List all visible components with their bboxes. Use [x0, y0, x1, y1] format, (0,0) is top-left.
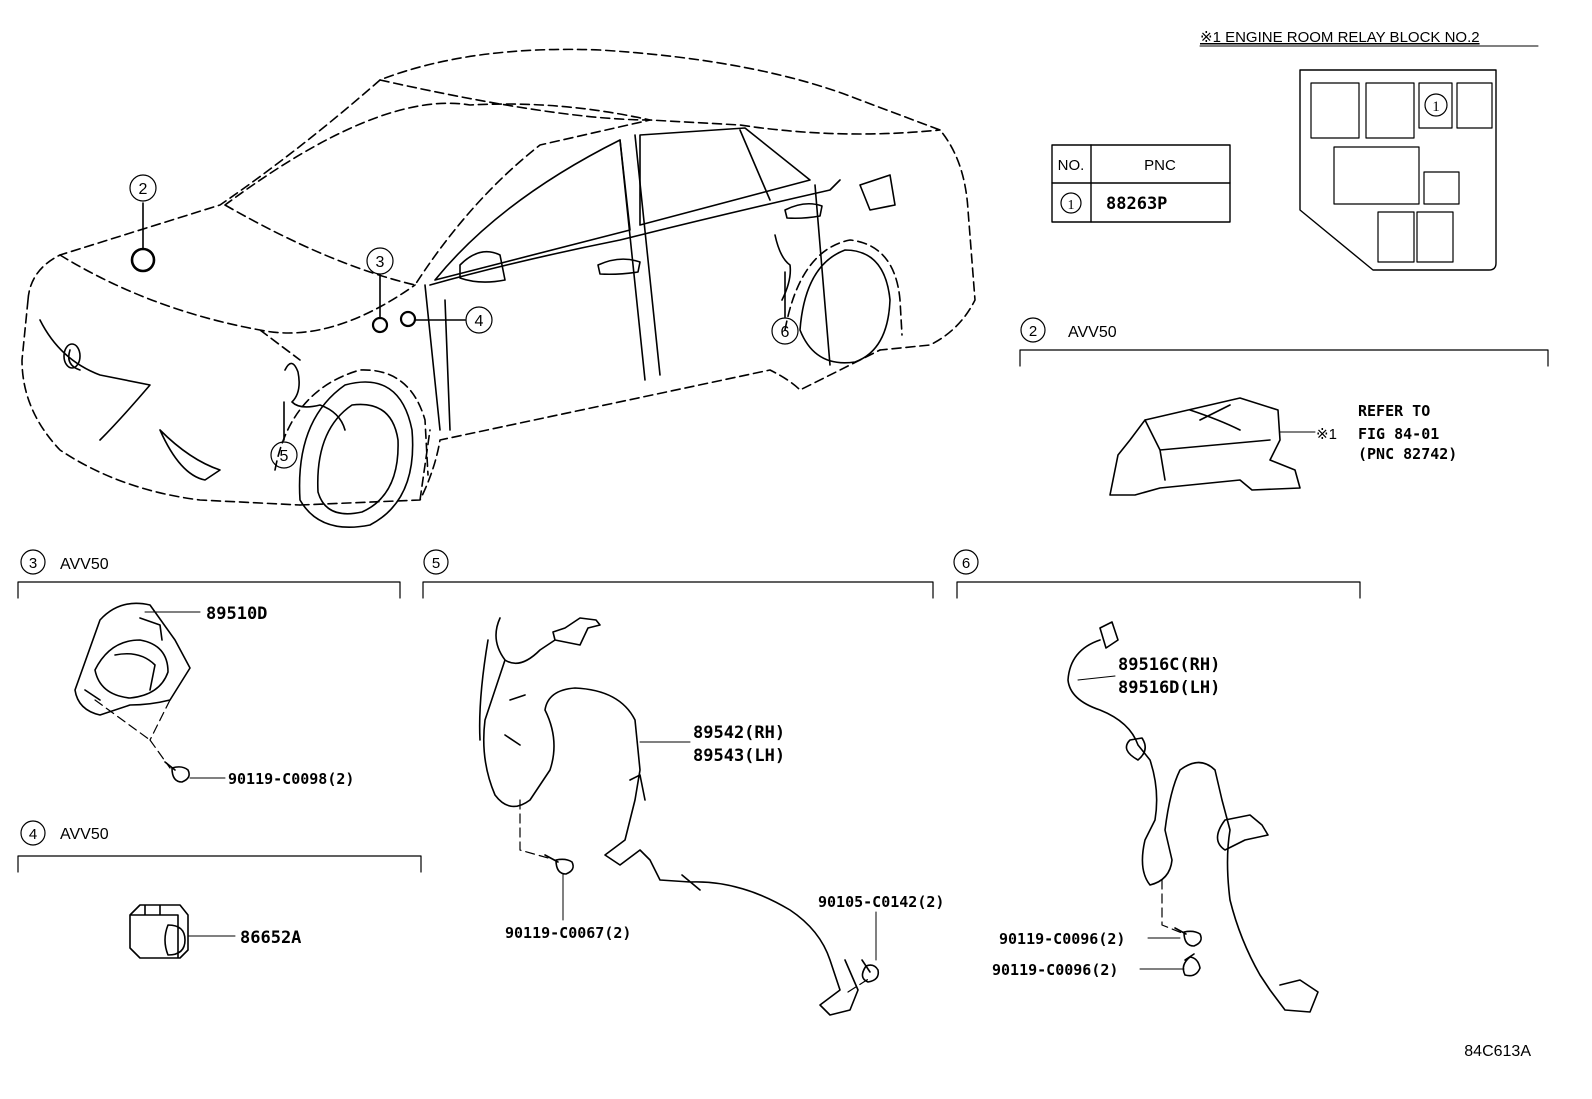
callout-3: 3 [366, 247, 394, 275]
car-body-outline [21, 48, 976, 506]
front-emblem-icon [63, 343, 81, 369]
car-windshield [224, 102, 651, 286]
callout-4: 4 [465, 306, 493, 334]
part-90119-C0096-a: 90119-C0096(2) [999, 930, 1125, 948]
relay-block-outline [1299, 69, 1497, 271]
car-marker-3-ring [371, 316, 389, 334]
front-bolt-guide [519, 799, 549, 859]
part-90119-C0098: 90119-C0098(2) [228, 770, 354, 788]
door-handle-front-icon [597, 258, 641, 276]
bolt-90105-C0142-icon [861, 959, 880, 983]
pnc-table-header-no: NO. [1058, 157, 1085, 174]
refer-line-3: (PNC 82742) [1358, 445, 1457, 463]
section-6: 6 90119-C0096(2) 90119-C0096(2) 89516C(R… [953, 549, 1361, 1013]
part-89516C-RH: 89516C(RH) [1118, 655, 1220, 675]
car-lower-body [299, 349, 881, 506]
rear-speed-sensor-harness [1067, 621, 1319, 1013]
car-side-windows [434, 127, 811, 281]
relay-slot-marker: 1 [1432, 99, 1440, 115]
section-6-bracket [956, 581, 1361, 599]
side-mirror-icon [459, 250, 506, 283]
section-2: 2 AVV50 REFER TO ※1 FIG 84-01 (PNC 82742… [1019, 317, 1549, 496]
callout-2: 2 [129, 174, 157, 202]
section-4-label: AVV50 [60, 826, 109, 843]
relay-block: ※1 ENGINE ROOM RELAY BLOCK NO.2 1 [1199, 29, 1539, 271]
front-speed-sensor-harness [478, 617, 859, 1016]
bolt-90119-C0096-b-icon [1182, 953, 1201, 977]
section-4-marker: 4 [29, 826, 37, 843]
car-hood [59, 254, 416, 361]
bolt-dashed-guide [94, 699, 171, 769]
relay-block-title: ※1 ENGINE ROOM RELAY BLOCK NO.2 [1200, 29, 1480, 46]
front-wheel [298, 381, 414, 528]
rear-sensor-wire [774, 234, 792, 301]
car-illustration: 2 3 4 5 6 [21, 48, 976, 528]
rear-tail-light [859, 174, 896, 211]
section-5-bracket [422, 581, 934, 599]
section-3: 3 AVV50 89510D 90119-C0098(2) [17, 549, 401, 788]
section-3-bracket [17, 581, 401, 599]
front-sensor-wire [284, 362, 346, 431]
car-front-wheel-arch [274, 369, 429, 476]
harness-89516-leader [1077, 675, 1116, 681]
part-89542-RH: 89542(RH) [693, 723, 785, 743]
figure-code: 84C613A [1464, 1043, 1531, 1060]
part-89516D-LH: 89516D(LH) [1118, 678, 1220, 698]
section-2-label: AVV50 [1068, 324, 1117, 341]
bolt-90119-C0067-icon [544, 854, 574, 875]
front-wheel-inner [316, 403, 399, 515]
bolt-90119-C0096-a-icon [1174, 927, 1202, 947]
refer-mark: ※1 [1316, 426, 1337, 443]
part-86652A: 86652A [240, 928, 301, 948]
part-89510D: 89510D [206, 604, 267, 624]
callout-5: 5 [270, 441, 298, 469]
callout-4-label: 4 [475, 313, 484, 330]
part-89543-LH: 89543(LH) [693, 746, 785, 766]
section-4-bracket [17, 855, 422, 873]
pnc-table-row-pnc: 88263P [1106, 194, 1167, 214]
pnc-table: NO. PNC 1 88263P [1051, 144, 1231, 223]
callout-6-label: 6 [781, 324, 790, 341]
door-handle-rear-icon [784, 202, 823, 220]
callout-5-label: 5 [280, 448, 289, 465]
sensor-86652A-drawing [129, 904, 189, 959]
refer-line-1: REFER TO [1358, 402, 1430, 420]
pnc-table-row-no: 1 [1068, 198, 1075, 213]
section-2-bracket [1019, 349, 1549, 367]
car-marker-4-ring [399, 310, 417, 328]
section-5: 5 90119-C0067(2) 89542(RH) 89543(LH) 901… [422, 549, 944, 1016]
callout-leaders [142, 202, 786, 441]
refer-line-2: FIG 84-01 [1358, 425, 1439, 443]
car-front-grille [39, 319, 221, 481]
part-90119-C0096-b: 90119-C0096(2) [992, 961, 1118, 979]
rear-wheel [799, 249, 891, 364]
section-6-marker: 6 [962, 555, 970, 572]
part-90105-C0142: 90105-C0142(2) [818, 893, 944, 911]
sensor-89510D-drawing [74, 602, 191, 716]
section-5-marker: 5 [432, 555, 440, 572]
car-marker-2-ring [130, 247, 156, 273]
pnc-table-header-pnc: PNC [1144, 157, 1176, 174]
callout-3-label: 3 [376, 254, 385, 271]
section-2-marker: 2 [1029, 323, 1037, 340]
callout-2-label: 2 [139, 181, 148, 198]
car-rear-wheel-arch [784, 239, 903, 336]
section-4: 4 AVV50 86652A [17, 820, 422, 959]
callout-6: 6 [771, 317, 799, 345]
car-roof-line [379, 79, 941, 135]
part-90119-C0067: 90119-C0067(2) [505, 924, 631, 942]
relay-box-drawing [1109, 397, 1301, 496]
rear-bolt-guide [847, 977, 871, 993]
car-door-lines [424, 129, 841, 431]
section-3-label: AVV50 [60, 556, 109, 573]
bolt-90119-C0098-icon [164, 761, 190, 783]
section-3-marker: 3 [29, 555, 37, 572]
rear-bolt-guide-a [1161, 879, 1183, 934]
